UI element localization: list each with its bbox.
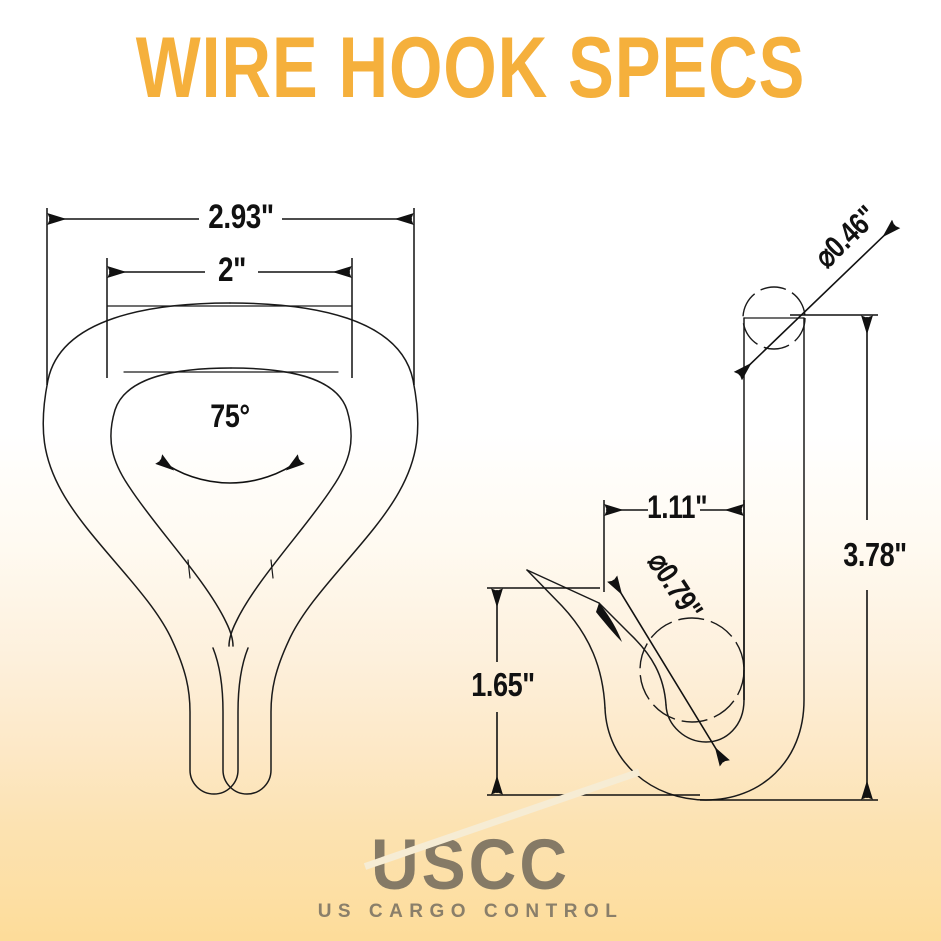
dim-throat-diameter bbox=[607, 575, 730, 767]
logo-wordmark: USCC bbox=[370, 824, 570, 904]
dim-label-inner-width: 2" bbox=[218, 251, 246, 289]
throat-section-circle bbox=[639, 617, 745, 723]
dim-inner-width bbox=[106, 258, 353, 378]
logo-tagline: US CARGO CONTROL bbox=[317, 901, 624, 922]
dim-leg-angle bbox=[155, 454, 305, 484]
dim-label-overall-height: 3.78" bbox=[843, 536, 907, 573]
dim-label-leg-angle: 75° bbox=[210, 398, 250, 434]
dim-overall-height bbox=[700, 314, 878, 801]
left-hook-outline bbox=[42, 302, 419, 795]
brand-logo: USCC US CARGO CONTROL bbox=[0, 768, 941, 923]
dim-throat-offset bbox=[603, 500, 745, 700]
dim-overall-width bbox=[46, 208, 415, 385]
dim-top-diameter bbox=[733, 219, 901, 381]
dim-label-throat-offset: 1.11" bbox=[647, 489, 708, 525]
logo-mark: USCC bbox=[363, 768, 641, 904]
page-title: WIRE HOOK SPECS bbox=[135, 20, 806, 116]
dim-label-opening-height: 1.65" bbox=[471, 666, 535, 703]
dim-label-overall-width: 2.93" bbox=[208, 198, 274, 236]
